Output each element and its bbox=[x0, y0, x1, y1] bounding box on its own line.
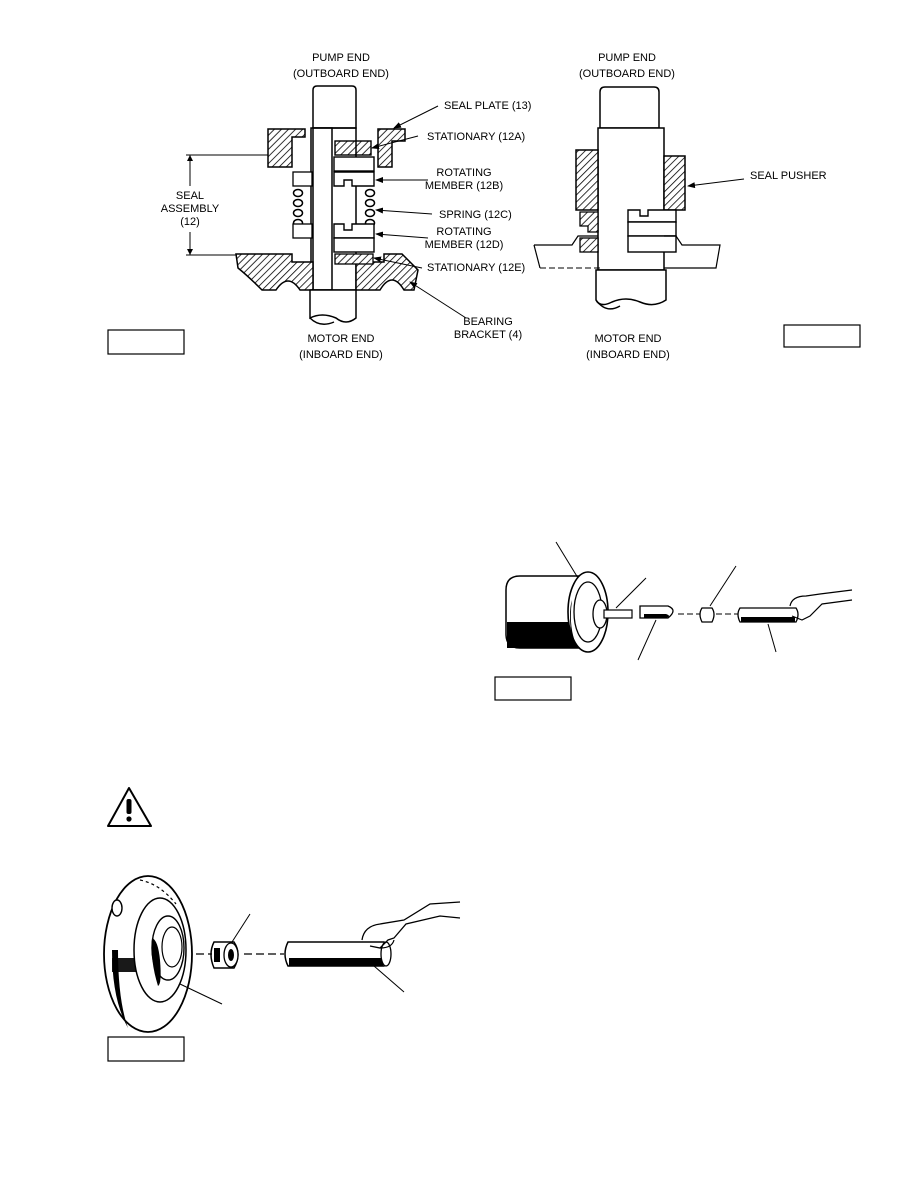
callout-rotating-12b-2: MEMBER (12B) bbox=[425, 180, 503, 192]
stationary-12e bbox=[334, 253, 374, 265]
callout-rotating-12d-1: ROTATING bbox=[436, 226, 491, 238]
hand-icon bbox=[789, 589, 853, 607]
seal-cross-section-diagram: PUMP END (OUTBOARD END) bbox=[107, 52, 531, 361]
outboard-end-label: (OUTBOARD END) bbox=[293, 68, 389, 80]
seal-assembly-label-1: SEAL bbox=[176, 190, 204, 202]
warning-triangle-icon bbox=[107, 787, 152, 827]
hand-icon bbox=[361, 901, 461, 941]
rotating-member-12b bbox=[333, 171, 375, 187]
outboard-end-label: (OUTBOARD END) bbox=[579, 68, 675, 80]
callout-bearing-2: BRACKET (4) bbox=[454, 329, 522, 341]
bearing-bracket-left bbox=[235, 253, 314, 291]
rotating-member-12d-lower bbox=[333, 237, 375, 253]
pump-end-label: PUMP END bbox=[312, 52, 370, 64]
rotating-member bbox=[627, 209, 677, 223]
shaft-left bbox=[310, 127, 333, 291]
callout-seal-pusher: SEAL PUSHER bbox=[750, 170, 827, 182]
shaft-tip bbox=[599, 86, 660, 129]
callout-rotating-12b-1: ROTATING bbox=[436, 167, 491, 179]
rotating-member-12b-top bbox=[333, 156, 375, 172]
motor-shaft bbox=[309, 289, 357, 323]
seal-installation-diagram bbox=[494, 541, 853, 701]
callout-spring-12c: SPRING (12C) bbox=[439, 209, 512, 221]
callout-bearing-1: BEARING bbox=[463, 316, 513, 328]
mounting-ear bbox=[111, 899, 123, 917]
spring-12c bbox=[292, 188, 376, 228]
callout-stationary-12e: STATIONARY (12E) bbox=[427, 262, 525, 274]
motor-end-label: MOTOR END bbox=[594, 333, 661, 345]
figure-number-box bbox=[494, 676, 572, 701]
figure-number-box bbox=[107, 329, 185, 355]
shaft-tip bbox=[312, 85, 357, 129]
seal-pusher-right bbox=[663, 155, 686, 211]
callout-seal-plate: SEAL PLATE (13) bbox=[444, 100, 531, 112]
inboard-end-label: (INBOARD END) bbox=[299, 349, 383, 361]
pump-end-label: PUMP END bbox=[598, 52, 656, 64]
seal-plate-exploded-diagram bbox=[103, 875, 461, 1062]
rotating-member-lower bbox=[627, 221, 677, 237]
rotating-member-12d bbox=[333, 223, 375, 239]
rotating-member-12b-left bbox=[292, 171, 313, 187]
seal-assembly-label-2: ASSEMBLY bbox=[161, 203, 220, 215]
pusher-collar bbox=[579, 211, 599, 233]
inboard-end-label: (INBOARD END) bbox=[586, 349, 670, 361]
figure-number-box bbox=[783, 324, 861, 348]
motor-end-label: MOTOR END bbox=[307, 333, 374, 345]
pusher-collar-lower bbox=[579, 237, 599, 253]
seal-pusher-diagram: PUMP END (OUTBOARD END) SEAL PUSHER MOTO… bbox=[533, 52, 861, 361]
stationary-seat bbox=[627, 235, 677, 253]
seal-pusher-left bbox=[575, 149, 599, 211]
figure-number-box bbox=[107, 1036, 185, 1062]
rotating-member-12d-left bbox=[292, 223, 313, 239]
stationary-12a bbox=[334, 140, 372, 156]
callout-rotating-12d-2: MEMBER (12D) bbox=[425, 239, 504, 251]
seal-plate-left bbox=[267, 128, 306, 168]
seal-ring bbox=[699, 607, 715, 623]
seal-assembly-label-3: (12) bbox=[180, 216, 200, 228]
callout-stationary-12a: STATIONARY (12A) bbox=[427, 131, 525, 143]
motor-shaft bbox=[595, 269, 667, 306]
pump-shaft bbox=[603, 609, 633, 619]
seal-plate-right bbox=[377, 128, 406, 168]
